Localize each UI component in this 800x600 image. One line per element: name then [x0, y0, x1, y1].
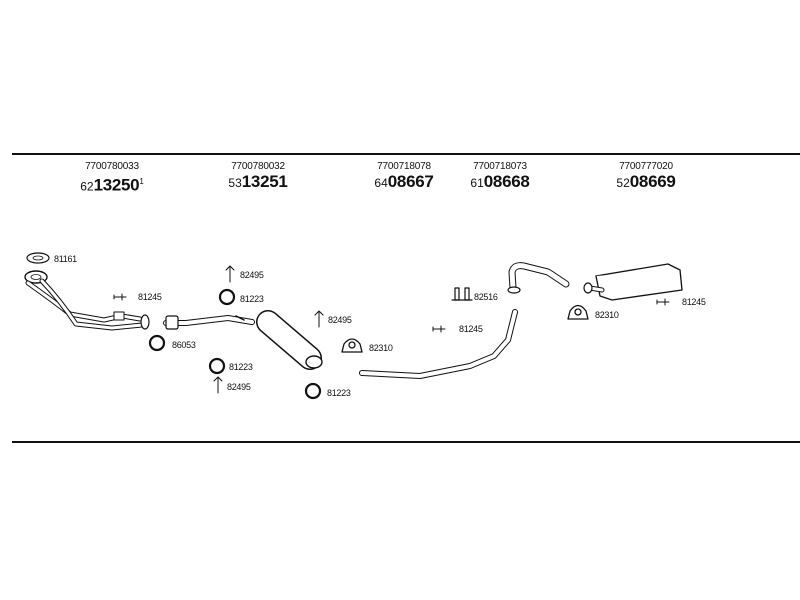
bracket-label: 82495	[240, 270, 264, 280]
oem-number: 7700718078	[377, 161, 431, 172]
seal-ring-label: 81223	[327, 388, 351, 398]
rear-silencer[interactable]	[583, 263, 683, 301]
clamp-label: 81245	[459, 324, 483, 334]
clamp-bolt-icon[interactable]	[656, 298, 670, 306]
part-number-5[interactable]: 7700777020 5208669	[606, 161, 686, 192]
part-number-2[interactable]: 7700780032 5313251	[218, 161, 298, 192]
rear-bend-pipe[interactable]	[507, 262, 570, 294]
oem-number: 7700777020	[619, 161, 673, 172]
bracket-icon[interactable]	[314, 310, 324, 328]
seal-ring-icon[interactable]	[208, 357, 226, 375]
top-divider	[12, 153, 800, 155]
seal-ring-icon[interactable]	[304, 382, 322, 400]
ref-number: 62132501	[80, 175, 144, 195]
bracket-icon[interactable]	[225, 265, 235, 283]
part-number-3[interactable]: 7700718078 6408667	[364, 161, 444, 192]
bracket-label: 82495	[227, 382, 251, 392]
gasket-label: 81161	[54, 254, 77, 264]
ref-number: 6408667	[374, 172, 434, 191]
hanger-label: 82516	[474, 292, 498, 302]
hanger-icon[interactable]	[451, 287, 473, 301]
ref-number: 5208669	[616, 172, 676, 191]
clamp-label: 81245	[682, 297, 706, 307]
gasket-icon[interactable]	[26, 252, 50, 264]
part-number-1[interactable]: 7700780033 62132501	[72, 161, 152, 195]
part-number-4[interactable]: 7700718073 6108668	[460, 161, 540, 192]
oem-number: 7700780033	[85, 161, 139, 172]
ref-number: 5313251	[228, 172, 288, 191]
clamp-clip-icon[interactable]	[567, 304, 589, 320]
seal-ring-icon[interactable]	[218, 288, 236, 306]
front-pipe[interactable]	[24, 270, 150, 331]
bracket-label: 82495	[328, 315, 352, 325]
seal-ring-label: 81223	[229, 362, 253, 372]
seal-ring-label: 86053	[172, 340, 196, 350]
clamp-bolt-icon[interactable]	[113, 293, 127, 301]
seal-ring-icon[interactable]	[148, 334, 166, 352]
intermediate-pipe[interactable]	[359, 309, 518, 379]
oem-number: 7700718073	[473, 161, 527, 172]
clamp-clip-icon[interactable]	[341, 338, 363, 353]
clamp-clip-label: 82310	[595, 310, 619, 320]
oem-number: 7700780032	[231, 161, 285, 172]
middle-silencer[interactable]	[163, 310, 323, 370]
seal-ring-label: 81223	[240, 294, 264, 304]
clamp-clip-label: 82310	[369, 343, 393, 353]
clamp-bolt-icon[interactable]	[432, 325, 446, 333]
clamp-label: 81245	[138, 292, 162, 302]
bottom-divider	[12, 441, 800, 443]
ref-number: 6108668	[470, 172, 530, 191]
bracket-icon[interactable]	[213, 376, 223, 394]
